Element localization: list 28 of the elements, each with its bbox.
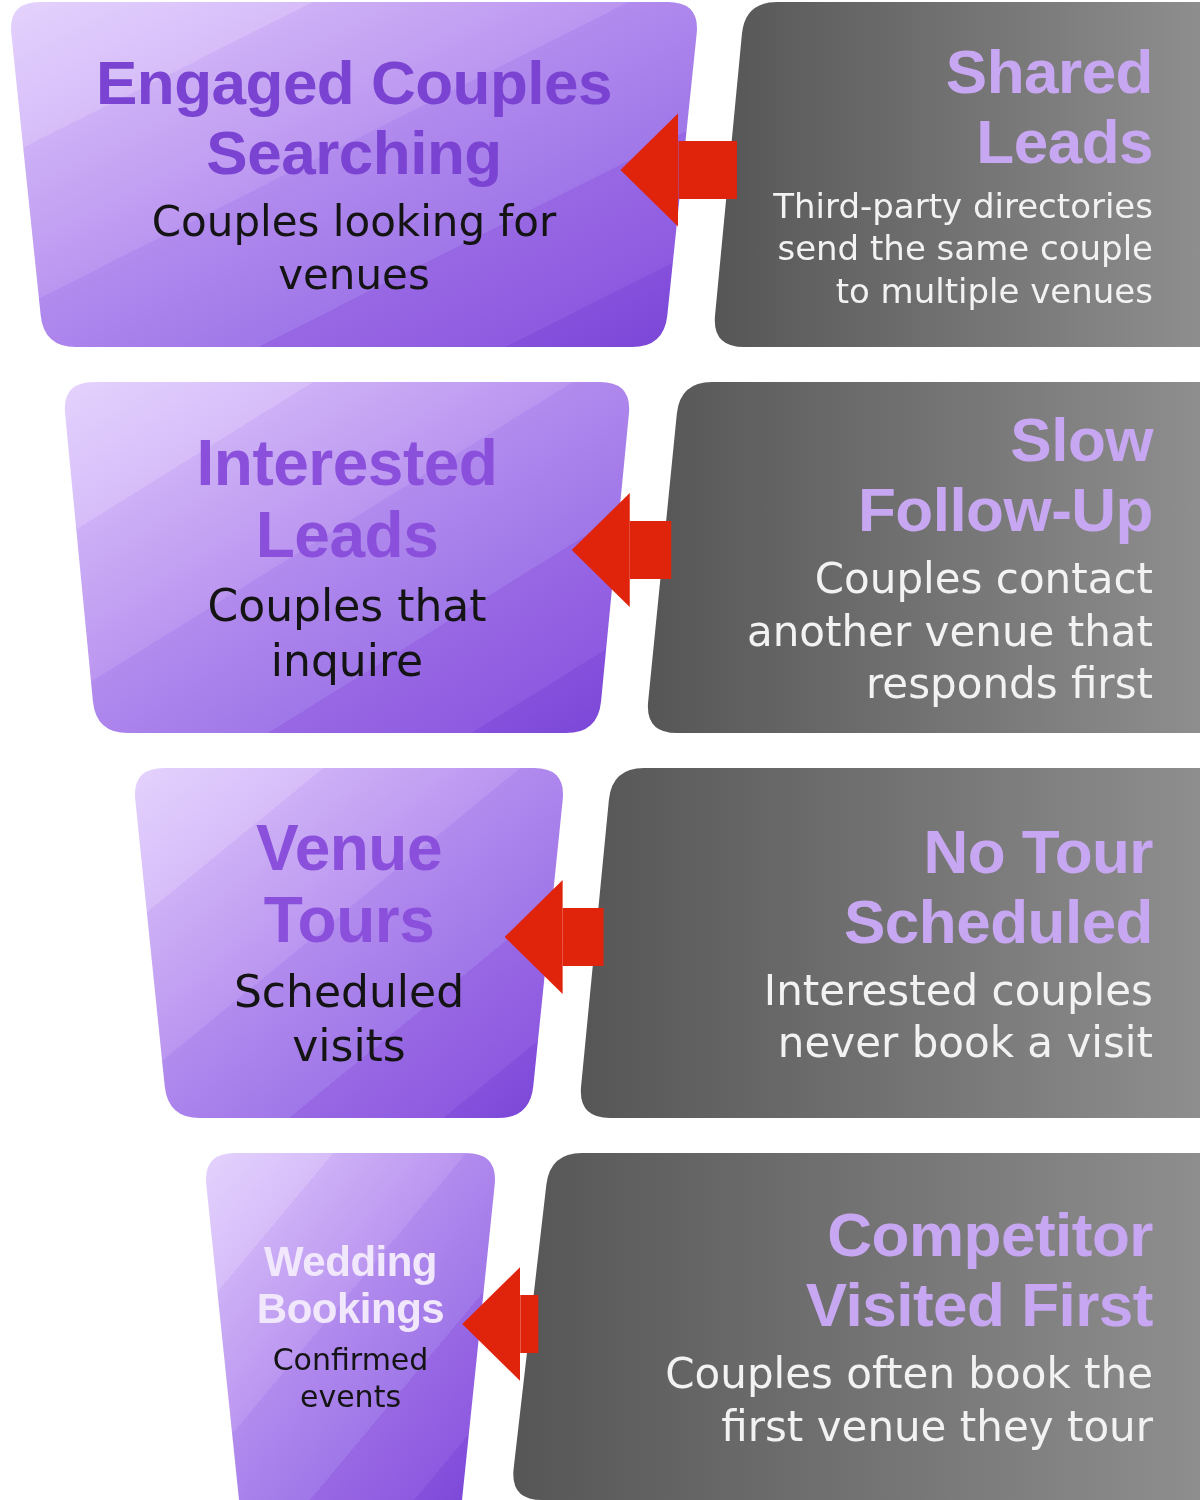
funnel-stage (8, 2, 700, 347)
stage-title: Engaged Couples Searching (94, 48, 614, 189)
problem-panel (712, 2, 1200, 347)
arrow (462, 1267, 539, 1381)
problem-panel (510, 1153, 1200, 1500)
problem-title: Shared Leads (944, 37, 1153, 178)
problem-description: Couples contact another venue that responds first (746, 553, 1153, 710)
problem-description: Couples often book the first venue they tour (664, 1348, 1153, 1453)
problem-title: No Tour Scheduled (843, 816, 1153, 957)
problem-description: Third-party directories send the same couple to multiple venues (772, 185, 1153, 312)
problem-title: Slow Follow-Up (856, 405, 1153, 546)
problem-title: Competitor Visited First (804, 1200, 1153, 1341)
stage-title: Interested Leads (195, 426, 499, 572)
stage-title: Venue Tours (255, 812, 443, 957)
stage-description: Confirmed events (271, 1340, 430, 1416)
arrow (620, 113, 737, 227)
arrow (571, 493, 672, 607)
funnel-stage (132, 768, 566, 1118)
problem-description: Interested couples never book a visit (762, 964, 1153, 1070)
stage-title: Wedding Bookings (255, 1237, 446, 1333)
stage-description: Couples that inquire (206, 579, 488, 688)
funnel-stage (203, 1153, 498, 1500)
funnel-stage (62, 382, 632, 733)
problem-panel (578, 768, 1200, 1118)
arrow (504, 880, 604, 994)
problem-panel (645, 382, 1200, 733)
stage-description: Scheduled visits (232, 964, 466, 1074)
stage-description: Couples looking for venues (150, 196, 558, 301)
